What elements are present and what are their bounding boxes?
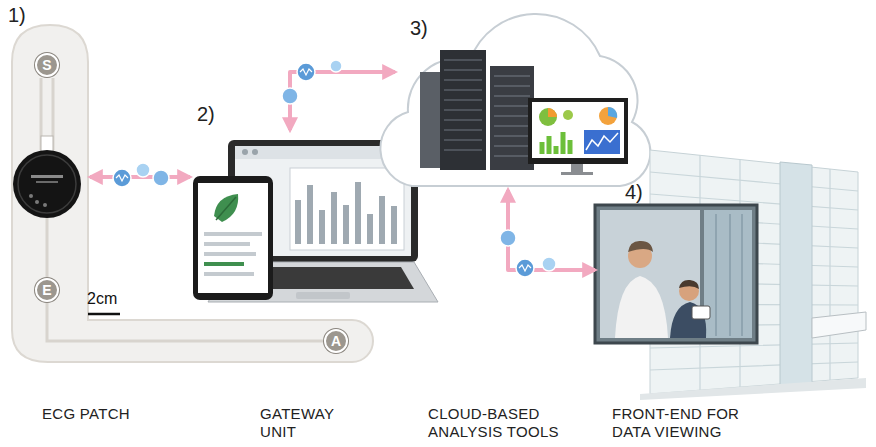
- monitor: [586, 133, 618, 150]
- photo-panel: [704, 210, 752, 338]
- ecg-device: [35, 200, 39, 204]
- data-flow-arrow: [508, 190, 595, 270]
- monitor: [542, 132, 570, 154]
- tablet: [216, 197, 236, 220]
- component-node: 1)ECG PATCHSEA: [12, 25, 90, 363]
- scale-label: 2cm: [87, 290, 117, 308]
- monitor: [584, 130, 620, 154]
- scale-bar: [88, 313, 120, 316]
- data-packet-icon: [153, 170, 169, 186]
- photo-panel: [628, 241, 653, 252]
- callout-number: 1): [8, 3, 26, 27]
- callout-number: 3): [410, 16, 428, 40]
- data-packet-icon: [516, 259, 534, 277]
- data-packet-icon: [500, 230, 516, 246]
- photo-panel: [595, 205, 757, 343]
- electrode-node: E: [35, 278, 59, 302]
- electrode-node: S: [35, 53, 59, 77]
- data-packet-icon: [136, 163, 150, 177]
- component-label: CLOUD-BASED ANALYSIS TOOLS: [428, 405, 578, 441]
- monitor: [599, 107, 617, 125]
- monitor: [548, 108, 557, 117]
- electrode-letter: E: [42, 282, 51, 298]
- electrode-letter: S: [42, 57, 51, 73]
- monitor: [539, 108, 557, 126]
- monitor: [608, 107, 617, 118]
- server-rack: [444, 60, 482, 150]
- electrode-node: A: [324, 329, 348, 353]
- tablet: [193, 176, 273, 300]
- monitor: [571, 164, 583, 172]
- laptop: [290, 168, 404, 250]
- data-packet-glyph: [300, 69, 312, 75]
- tablet: [204, 242, 250, 246]
- data-packet-glyph: [116, 175, 128, 181]
- monitor: [532, 102, 624, 158]
- laptop: [296, 292, 350, 299]
- data-packet-icon: [113, 169, 131, 187]
- server-rack: [490, 66, 534, 170]
- tablet: [204, 262, 244, 266]
- photo-panel: [595, 205, 757, 343]
- server-rack: [494, 76, 530, 156]
- component-node: 2)GATEWAY UNIT: [190, 130, 425, 307]
- data-packet-glyph: [519, 265, 531, 271]
- component-label: FRONT-END FOR DATA VIEWING: [612, 405, 762, 441]
- ecg-device: [31, 175, 63, 178]
- tablet: [204, 232, 262, 236]
- ecg-device: [41, 136, 53, 152]
- server-rack: [420, 50, 534, 170]
- monitor: [528, 98, 628, 175]
- tablet: [193, 176, 273, 300]
- photo-panel: [615, 276, 668, 338]
- tablet: [214, 194, 238, 222]
- ecg-device: [29, 194, 33, 198]
- component-label: ECG PATCH: [42, 405, 172, 423]
- laptop: [298, 182, 394, 244]
- data-packet-glyph: [116, 69, 531, 271]
- tablet: [204, 252, 256, 256]
- ecg-device: [43, 203, 47, 207]
- photo-panel: [716, 214, 742, 336]
- monitor: [561, 172, 593, 175]
- electrode-letter: A: [331, 333, 341, 349]
- office-building: [700, 155, 830, 390]
- component-node: 4)FRONT-END FOR DATA VIEWING: [595, 195, 860, 395]
- cloud: [380, 14, 650, 186]
- ecg-device: [13, 136, 81, 218]
- monitor: [528, 98, 628, 164]
- laptop: [242, 149, 248, 155]
- data-packet-icon: [282, 88, 298, 104]
- laptop: [252, 149, 258, 155]
- component-node: 3)CLOUD-BASED ANALYSIS TOOLS: [395, 22, 640, 190]
- callout-number: 4): [625, 180, 643, 204]
- data-packet-icon: [297, 63, 315, 81]
- office-building: [640, 378, 866, 400]
- monitor: [563, 110, 573, 120]
- ecg-device: [18, 155, 76, 213]
- cloud: [380, 14, 650, 186]
- tablet: [204, 272, 254, 276]
- photo-panel: [692, 306, 710, 319]
- ecg-device: [13, 150, 81, 218]
- server-rack: [440, 50, 486, 170]
- tablet: [198, 183, 268, 293]
- callout-number: 2): [197, 102, 215, 126]
- data-packet-icon: [330, 60, 342, 72]
- data-packet-icon: [542, 257, 556, 271]
- office-building: [812, 312, 866, 338]
- photo-panel: [679, 280, 699, 289]
- office-building: [780, 162, 812, 387]
- data-packet-icon: [113, 60, 556, 277]
- component-label: GATEWAY UNIT: [260, 405, 350, 441]
- ecg-device: [36, 181, 58, 183]
